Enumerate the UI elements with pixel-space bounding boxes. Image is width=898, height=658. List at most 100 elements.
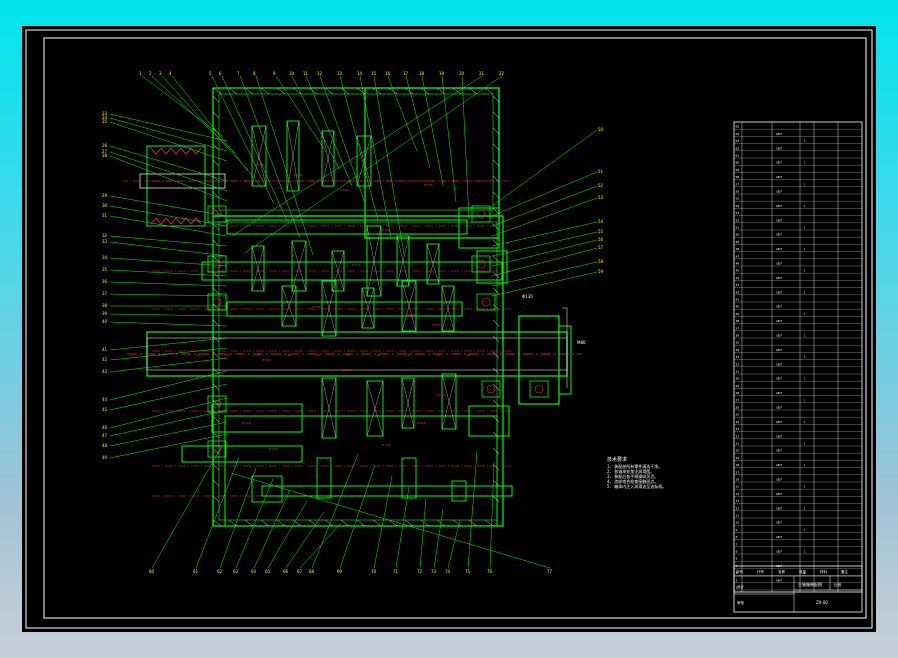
bom-row-number: 17	[736, 470, 740, 474]
bom-qty: 1	[804, 226, 806, 230]
leader-line	[489, 461, 495, 569]
leader-line	[244, 75, 503, 254]
bom-qty: 1	[804, 463, 806, 467]
balloon-number: 47	[102, 433, 108, 438]
balloon-number: 38	[102, 303, 108, 308]
leader-line	[419, 497, 427, 569]
bearing-race	[207, 293, 227, 311]
bom-row-number: 46	[736, 262, 740, 266]
bom-row-number: 30	[736, 377, 740, 381]
balloon-number: 37	[102, 291, 108, 296]
hatch-line	[356, 87, 366, 95]
fit-annotation: H7/k6	[242, 421, 251, 425]
hatch-line	[276, 519, 286, 527]
pulley-groove	[170, 217, 182, 225]
bom-code: GB/T	[776, 362, 782, 366]
gear-body	[321, 130, 335, 187]
fit-annotation: H7/k6	[382, 443, 391, 447]
leader-line	[373, 475, 393, 569]
balloon-number: 9	[273, 71, 276, 76]
gear	[441, 373, 457, 430]
balloon-number: 18	[419, 71, 425, 76]
hatch-line	[212, 271, 220, 279]
hatch-line	[492, 191, 500, 199]
bearing	[207, 205, 227, 223]
leader-line	[305, 75, 353, 187]
leader-line	[491, 221, 598, 247]
leader-line	[447, 519, 461, 569]
balloon-number: 12	[317, 71, 323, 76]
hatch-line	[260, 519, 270, 527]
bom-row-number: 29	[736, 384, 740, 388]
shaft-3	[226, 301, 463, 317]
balloon-number: 17	[403, 71, 409, 76]
bom-row-number: 32	[736, 362, 740, 366]
shift-fork-2	[401, 457, 417, 499]
leader-line	[405, 75, 431, 169]
leader-line	[109, 257, 228, 267]
bom-row-number: 38	[736, 319, 740, 323]
bom-qty: 1	[804, 506, 806, 510]
hatch-line	[212, 351, 220, 359]
gear-body	[361, 287, 375, 329]
hatch-line	[492, 367, 500, 375]
bom-row-number: 56	[736, 190, 740, 194]
gearbox-housing	[212, 87, 504, 527]
bearing-ball	[481, 297, 491, 307]
leader-line	[109, 409, 228, 437]
hatch-line	[492, 415, 500, 423]
gear-hatch	[251, 125, 267, 187]
hatch-line	[492, 111, 500, 119]
housing-lower-box	[224, 415, 498, 527]
bearing-ball	[212, 209, 222, 219]
gear	[321, 130, 335, 187]
dimension-label: Φ130	[522, 294, 533, 299]
bom-row-number: 13	[736, 499, 740, 503]
bearing-ball	[212, 259, 222, 269]
balloon-number: 40	[102, 319, 108, 324]
title-block-header: 序号	[736, 569, 744, 574]
bom-row-number: 1	[736, 586, 738, 590]
pulley-groove	[180, 217, 192, 225]
bom-row-number: 51	[736, 226, 740, 230]
balloon-number: 21	[479, 71, 485, 76]
gear	[321, 280, 337, 337]
bom-code: GB/T	[776, 449, 782, 453]
leader-line	[109, 269, 228, 277]
balloon-number: 52	[598, 183, 604, 188]
balloon-number: 19	[439, 71, 445, 76]
balloon-number: 65	[265, 569, 271, 574]
bom-row-number: 48	[736, 247, 740, 251]
leader-line	[151, 75, 236, 154]
balloon-number: 13	[337, 71, 343, 76]
hatch-line	[388, 519, 398, 527]
gear-hatch	[366, 380, 384, 437]
bom-code: GB/T	[776, 233, 782, 237]
balloon-number: 59	[598, 269, 604, 274]
bom-qty: 1	[804, 312, 806, 316]
hatch-line	[276, 87, 286, 95]
balloon-number: 51	[598, 169, 604, 174]
fit-annotation: H7/k6	[424, 183, 433, 187]
spindle-nose-flange	[518, 315, 560, 405]
balloon-number: 27	[102, 149, 108, 154]
balloon-number: 20	[459, 71, 465, 76]
gear	[281, 285, 297, 327]
leader-line	[109, 313, 228, 317]
hatch-line	[340, 87, 350, 95]
fit-annotation: H7/k6	[432, 323, 441, 327]
hatch-line	[212, 319, 220, 327]
hatch-line	[212, 287, 220, 295]
bom-row-number: 26	[736, 406, 740, 410]
bom-row-number: 58	[736, 175, 740, 179]
bom-row-number: 20	[736, 449, 740, 453]
title-block-header: 备注	[841, 569, 849, 574]
bom-qty: 1	[804, 290, 806, 294]
spindle-dim-mark: Φ	[377, 353, 380, 357]
gear-body	[281, 285, 297, 327]
balloon-number: 60	[149, 569, 155, 574]
balloon-number: 67	[297, 569, 303, 574]
balloon-number: 22	[499, 71, 505, 76]
bearing-race	[476, 293, 496, 311]
